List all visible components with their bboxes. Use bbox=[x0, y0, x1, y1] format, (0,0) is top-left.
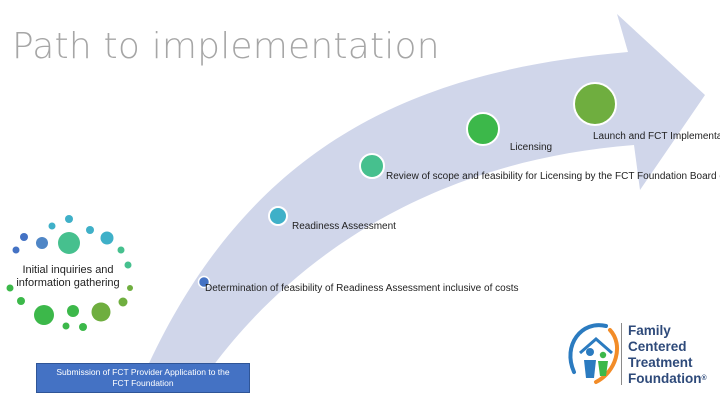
logo-registered-mark: ® bbox=[701, 375, 707, 382]
cluster-label: Initial inquiries and information gather… bbox=[16, 264, 120, 289]
logo-divider bbox=[621, 323, 622, 385]
step-circle-3 bbox=[359, 153, 385, 179]
step-label-1: Determination of feasibility of Readines… bbox=[205, 283, 519, 294]
step-circle-5 bbox=[573, 82, 617, 126]
dot-cluster bbox=[6, 215, 133, 331]
path-arrow bbox=[145, 14, 705, 372]
logo-line-4-wrap: Foundation® bbox=[628, 371, 707, 387]
logo-line-4: Foundation bbox=[628, 371, 702, 386]
step-label-5: Launch and FCT Implementation bbox=[593, 131, 720, 142]
logo-line-3: Treatment bbox=[628, 355, 693, 370]
page-title: Path to implementation bbox=[12, 26, 440, 67]
step-label-3: Review of scope and feasibility for Lice… bbox=[386, 171, 720, 182]
fct-logo-icon bbox=[568, 323, 620, 384]
step-circle-1 bbox=[197, 275, 211, 289]
step-label-2: Readiness Assessment bbox=[292, 221, 396, 232]
submission-box-label: Submission of FCT Provider Application t… bbox=[56, 367, 230, 388]
step-label-4: Licensing bbox=[509, 142, 553, 153]
step-circle-4 bbox=[466, 112, 500, 146]
logo-line-2: Centered bbox=[628, 339, 687, 354]
submission-box: Submission of FCT Provider Application t… bbox=[36, 363, 250, 393]
step-circle-2 bbox=[268, 206, 288, 226]
logo-line-1: Family bbox=[628, 323, 671, 338]
fct-logo-text: Family Centered Treatment Foundation® bbox=[628, 323, 707, 387]
